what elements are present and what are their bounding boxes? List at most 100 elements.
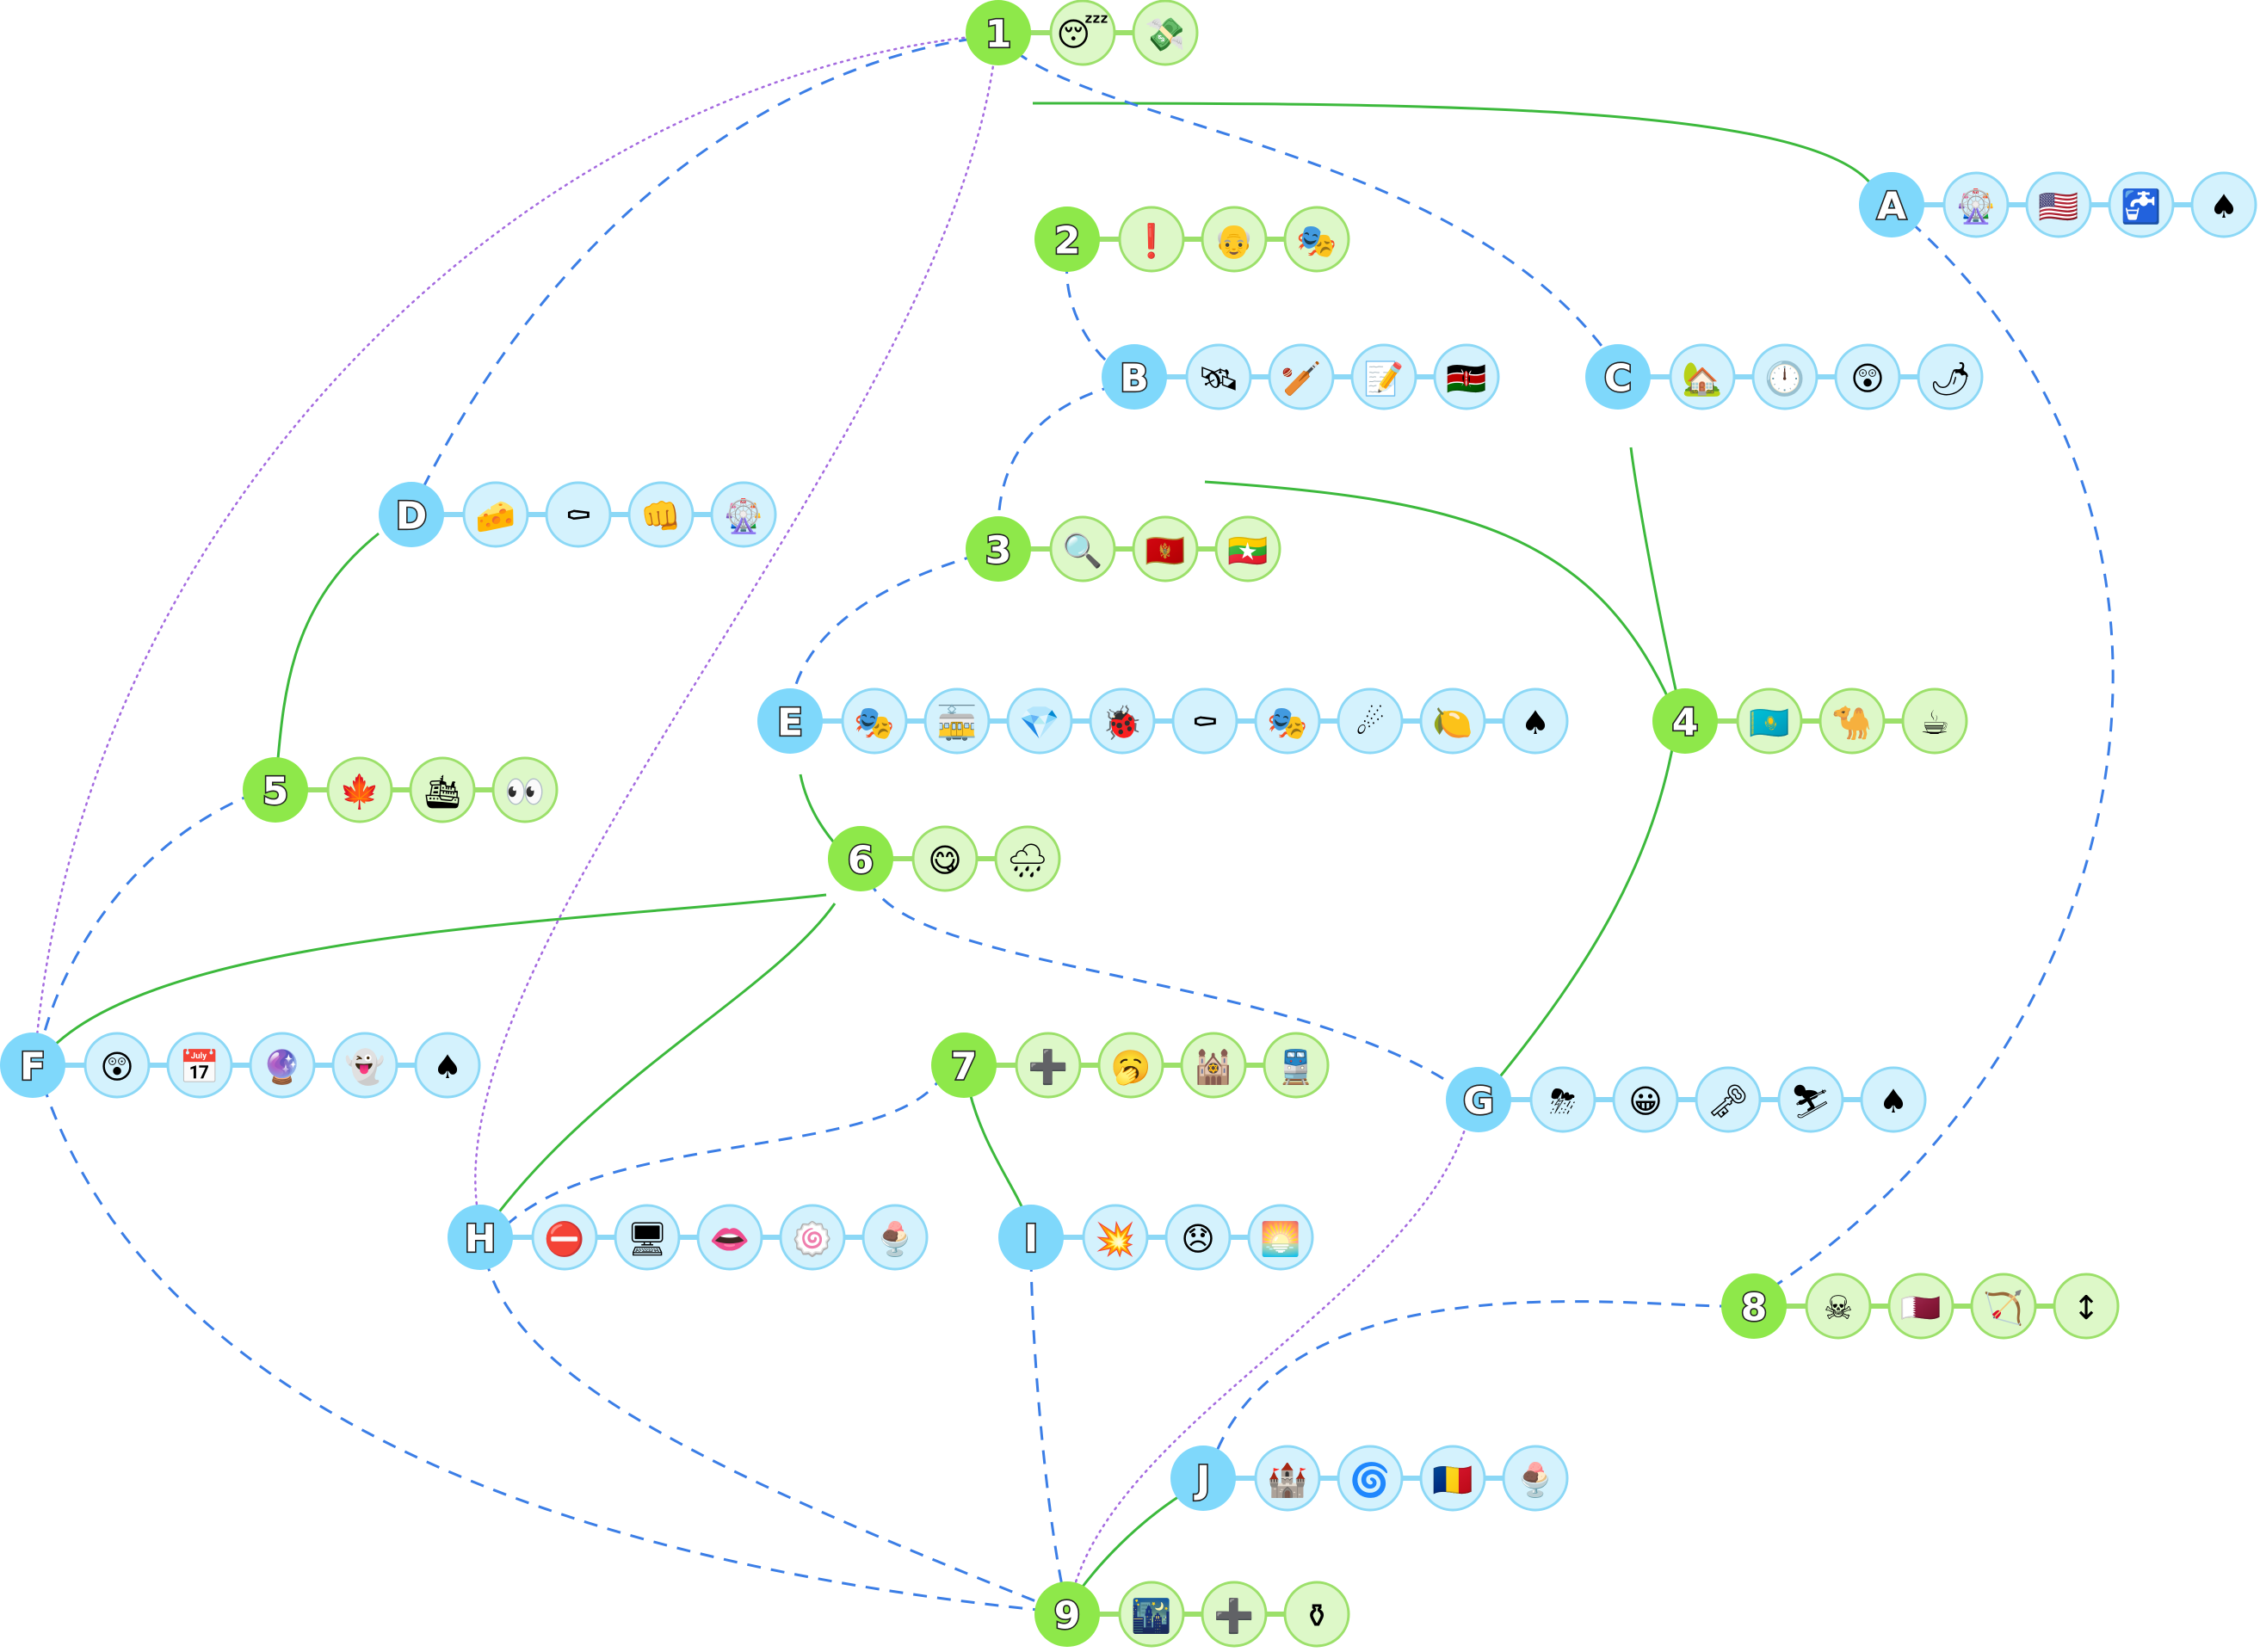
clock-icon: 🕛: [1751, 343, 1818, 410]
icon-ring: [1180, 1032, 1247, 1099]
edge-1-D-dashed: [418, 37, 973, 495]
icon-glyph: ⚱: [1303, 1597, 1331, 1635]
flag-qatar-icon: 🇶🇦: [1887, 1273, 1954, 1340]
cricket-bat-icon: 🏏: [1268, 343, 1335, 410]
node-6[interactable]: 😋🌧6: [828, 825, 1061, 892]
sunrise-icon: 🌅: [1247, 1204, 1314, 1271]
icon-glyph: ⛔: [544, 1220, 584, 1258]
edge-1-H-dotted: [474, 52, 997, 1218]
edge-D-5-solid: [275, 532, 380, 769]
icon-ring: [1185, 343, 1252, 410]
node-H[interactable]: ⛔🖥👄🍥🍨H: [448, 1204, 929, 1271]
icon-ring: [2053, 1273, 2120, 1340]
node-B-circle: [1102, 344, 1167, 410]
node-C[interactable]: 🏡🕛😲🌶C: [1585, 343, 1984, 410]
icon-glyph: 🍁: [339, 773, 380, 811]
node-7[interactable]: ➕🥱🕍🚆7: [931, 1032, 1330, 1099]
lemon-icon: 🍋: [1419, 687, 1486, 755]
node-I[interactable]: 💥😞🌅I: [998, 1204, 1314, 1271]
edge-G-9-dotted: [1071, 1117, 1470, 1595]
icon-glyph: 🎭: [1296, 222, 1337, 260]
synagogue-icon: 🕍: [1180, 1032, 1247, 1099]
edge-1-F-dotted: [34, 34, 979, 1046]
edge-6-H-solid: [493, 903, 837, 1218]
pinwheel-icon: 🍥: [779, 1204, 846, 1271]
icon-ring: [1419, 1445, 1486, 1512]
icon-ring: [1777, 1066, 1844, 1133]
ferris-wheel-icon: 🎡: [710, 481, 777, 548]
icon-ring: [1860, 1066, 1927, 1133]
skull-crossbones-icon: ☠: [1805, 1273, 1872, 1340]
edge-1-A-solid: [1032, 102, 1874, 186]
computer-tower-icon: 🖥: [614, 1204, 681, 1271]
node-H-circle: [448, 1205, 513, 1270]
icon-glyph: ↕: [2072, 1289, 2100, 1327]
icon-glyph: 🥱: [1110, 1048, 1151, 1087]
node-E[interactable]: 🎭🚋💎🐞⚰🎭☄🍋♠E: [757, 687, 1569, 755]
edge-8-J-dashed: [1212, 1300, 1734, 1460]
node-1[interactable]: 😴💸1: [966, 0, 1199, 66]
icon-glyph: 🌅: [1260, 1220, 1300, 1258]
node-F[interactable]: 😲📅🔮👻♠F: [0, 1032, 481, 1099]
icon-ring: [249, 1032, 316, 1099]
edge-3-E-dashed: [790, 553, 979, 701]
edge-F-9-dashed: [41, 1083, 1047, 1612]
node-D[interactable]: 🧀⚰👊🎡D: [379, 481, 777, 548]
node-A[interactable]: 🎡🇺🇸🚰♠A: [1859, 171, 2257, 238]
node-2-label: 2: [1054, 219, 1081, 263]
edge-7-H-dashed: [499, 1073, 945, 1232]
icon-glyph: 👀: [504, 773, 545, 811]
node-A-circle: [1859, 172, 1924, 237]
icon-ring: [1201, 1581, 1268, 1648]
icon-glyph: 🚆: [1275, 1048, 1316, 1086]
spade-suit-icon: ♠: [414, 1032, 481, 1099]
node-J-label: J: [1194, 1458, 1210, 1502]
node-5[interactable]: 🍁🛳👀5: [243, 756, 559, 823]
icon-glyph: 🇶🇦: [1900, 1289, 1941, 1327]
hot-beverage-icon: ☕: [1901, 687, 1968, 755]
icon-glyph: 🏰: [1267, 1461, 1307, 1499]
icon-ring: [1118, 1581, 1185, 1648]
node-G[interactable]: ⛈😀🗝⛷♠G: [1446, 1066, 1927, 1133]
icon-ring: [1049, 515, 1116, 583]
skier-icon: ⛷: [1777, 1066, 1844, 1133]
icon-ring: [1805, 1273, 1872, 1340]
node-6-label: 6: [848, 839, 874, 883]
icon-ring: [1201, 206, 1268, 273]
theater-masks-icon: 🎭: [1283, 206, 1350, 273]
icon-glyph: 🛳: [422, 773, 463, 811]
edge-A-8-dashed: [1772, 220, 2115, 1289]
ferris-wheel-icon: 🎡: [1942, 171, 2010, 238]
night-city-icon: 🌃: [1118, 1581, 1185, 1648]
icon-ring: [83, 1032, 151, 1099]
node-5-circle: [243, 757, 308, 823]
icon-ring: [1263, 1032, 1330, 1099]
node-D-circle: [379, 482, 444, 547]
node-3[interactable]: 🔍🇲🇪🇲🇲3: [966, 515, 1281, 583]
node-2[interactable]: ❗👴🎭2: [1034, 206, 1350, 273]
icon-glyph: 👄: [709, 1220, 750, 1258]
old-man-icon: 👴: [1201, 206, 1268, 273]
node-9[interactable]: 🌃➕⚱9: [1034, 1581, 1350, 1648]
icon-ring: [614, 1204, 681, 1271]
node-G-label: G: [1463, 1080, 1494, 1124]
icon-glyph: 📅: [179, 1048, 219, 1086]
thunder-cloud-icon: ⛈: [1529, 1066, 1596, 1133]
icon-glyph: 🇰🇿: [1749, 704, 1789, 742]
icon-glyph: 🕍: [1193, 1048, 1233, 1086]
node-8[interactable]: ☠🇶🇦🏹↕8: [1721, 1273, 2120, 1340]
icon-glyph: ♠: [1521, 704, 1550, 742]
magnifying-glass-icon: 🔍: [1049, 515, 1116, 583]
flag-myanmar-icon: 🇲🇲: [1214, 515, 1281, 583]
node-J[interactable]: 🏰🌀🇷🇴🍨J: [1170, 1445, 1569, 1512]
icon-glyph: 👴: [1213, 222, 1254, 260]
node-4-label: 4: [1672, 701, 1699, 745]
icon-ring: [409, 756, 476, 823]
hot-pepper-icon: 🌶: [1917, 343, 1984, 410]
node-1-circle: [966, 0, 1031, 65]
icon-glyph: 🍥: [792, 1220, 832, 1258]
icon-glyph: 🌶: [1930, 360, 1971, 398]
icon-glyph: 🇲🇲: [1227, 532, 1268, 570]
node-B[interactable]: 🛰🏏📝🇰🇪B: [1102, 343, 1500, 410]
node-4[interactable]: 🇰🇿🐪☕4: [1652, 687, 1968, 755]
